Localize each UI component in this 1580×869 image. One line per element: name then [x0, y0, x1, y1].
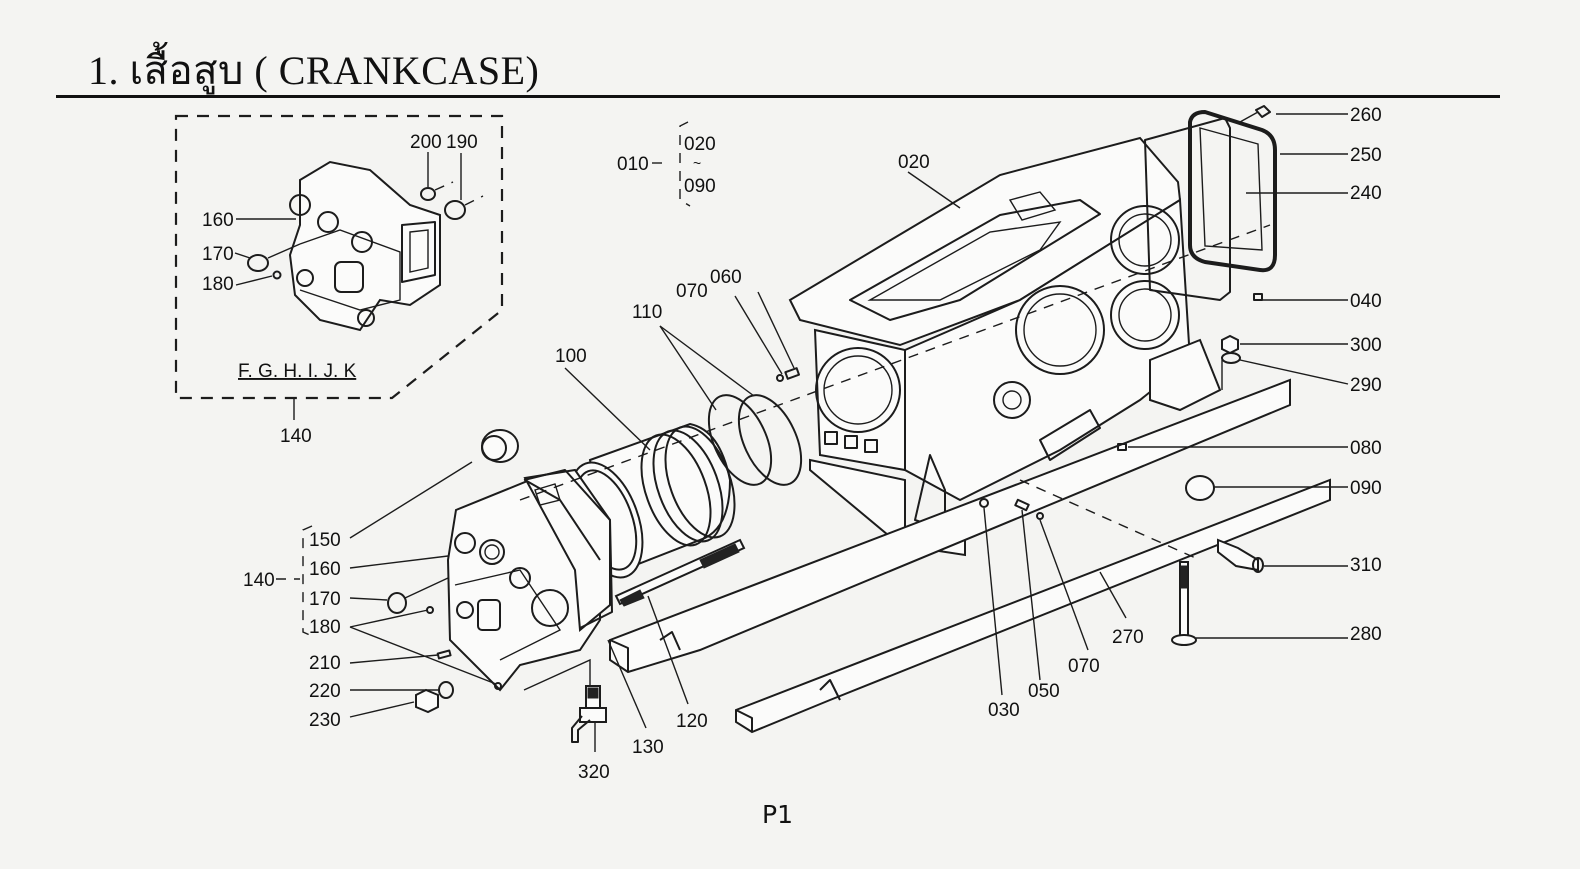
callout-320[interactable]: 320	[578, 762, 610, 783]
plug-180-drawing	[272, 270, 282, 280]
callout-190[interactable]: 190	[446, 132, 478, 153]
pin-080-drawing	[1117, 443, 1127, 451]
inset-variant-caption: F. G. H. I. J. K	[238, 361, 357, 382]
group-140-parent-label[interactable]: 140	[243, 570, 275, 591]
inset-callout-170[interactable]: 170	[202, 244, 234, 265]
bolt-260-drawing	[1255, 105, 1271, 118]
assembly-group-140: 140 150 160 170 180	[243, 525, 341, 638]
callout-120[interactable]: 120	[676, 711, 708, 732]
inset-variant-box: 200 190 160 170 180 F. G. H. I. J. K 140	[174, 114, 504, 447]
callout-020[interactable]: 020	[898, 152, 930, 173]
group-140-member-150[interactable]: 150	[309, 530, 341, 551]
callout-040[interactable]: 040	[1350, 291, 1382, 312]
group-010-range-separator: ~	[693, 155, 701, 171]
assembly-group-010: 010 020 ~ 090	[617, 121, 716, 207]
group-010-parent-label[interactable]: 010	[617, 154, 649, 175]
o-ring-190-drawing	[444, 200, 466, 220]
group-140-member-160[interactable]: 160	[309, 559, 341, 580]
inset-callout-140[interactable]: 140	[280, 426, 312, 447]
nut-230-drawing	[415, 688, 439, 714]
centerline	[1019, 479, 1201, 561]
title-divider	[56, 95, 1500, 98]
cylinder-head-drawing	[387, 429, 746, 752]
callout-200[interactable]: 200	[410, 132, 442, 153]
callout-240[interactable]: 240	[1350, 183, 1382, 204]
base-rail-270-drawing	[609, 378, 1331, 734]
inset-dashed-border	[174, 114, 504, 400]
callout-100[interactable]: 100	[555, 346, 587, 367]
plug-170-drawing	[387, 592, 407, 614]
callout-090[interactable]: 090	[1350, 478, 1382, 499]
callout-310[interactable]: 310	[1350, 555, 1382, 576]
nut-washer-300-290-drawing	[1221, 334, 1241, 390]
group-140-member-180[interactable]: 180	[309, 617, 341, 638]
callout-060[interactable]: 060	[710, 267, 742, 288]
callout-230[interactable]: 230	[309, 710, 341, 731]
o-rings-110-drawing	[707, 394, 803, 486]
head-gasket-130-drawing	[523, 469, 613, 629]
group-140-member-170[interactable]: 170	[309, 589, 341, 610]
callout-290[interactable]: 290	[1350, 375, 1382, 396]
top-cover-gasket-drawing	[1144, 105, 1277, 301]
group-010-range-start[interactable]: 020	[684, 134, 716, 155]
pin-060-drawing	[784, 367, 801, 380]
sensor-310-drawing	[1217, 538, 1259, 572]
group-010-range-end[interactable]: 090	[684, 176, 716, 197]
callout-080[interactable]: 080	[1350, 438, 1382, 459]
page-number: P1	[762, 800, 793, 829]
ring-070-drawing	[776, 374, 784, 382]
stud-210-drawing	[436, 649, 452, 660]
callout-210[interactable]: 210	[309, 653, 341, 674]
centerline	[519, 224, 1271, 501]
callout-260[interactable]: 260	[1350, 105, 1382, 126]
plug-170-drawing	[247, 254, 269, 272]
o-ring-200-drawing	[420, 187, 436, 201]
right-small-parts-drawing	[1117, 443, 1264, 646]
crankcase-body-drawing	[788, 136, 1222, 557]
plug-090-drawing	[1184, 475, 1216, 501]
washer-220-drawing	[438, 681, 454, 699]
page-title: 1. เสื้อสูบ ( CRANKCASE)	[88, 48, 540, 93]
inset-callout-180[interactable]: 180	[202, 274, 234, 295]
callout-220[interactable]: 220	[309, 681, 341, 702]
drain-cock-320-drawing	[571, 685, 607, 743]
callout-270[interactable]: 270	[1112, 627, 1144, 648]
callout-070-bottom[interactable]: 070	[1068, 656, 1100, 677]
inset-cylinder-head-drawing	[288, 160, 441, 332]
callout-030[interactable]: 030	[988, 700, 1020, 721]
callout-280[interactable]: 280	[1350, 624, 1382, 645]
callout-050[interactable]: 050	[1028, 681, 1060, 702]
callout-110[interactable]: 110	[632, 302, 662, 323]
callout-130[interactable]: 130	[632, 737, 664, 758]
inset-callout-160[interactable]: 160	[202, 210, 234, 231]
bottom-pins-drawing	[979, 498, 1044, 520]
callout-070-top[interactable]: 070	[676, 281, 708, 302]
cover-250-drawing	[1188, 110, 1277, 273]
pin-040-drawing	[1253, 293, 1263, 301]
callout-250[interactable]: 250	[1350, 145, 1382, 166]
callout-300[interactable]: 300	[1350, 335, 1382, 356]
